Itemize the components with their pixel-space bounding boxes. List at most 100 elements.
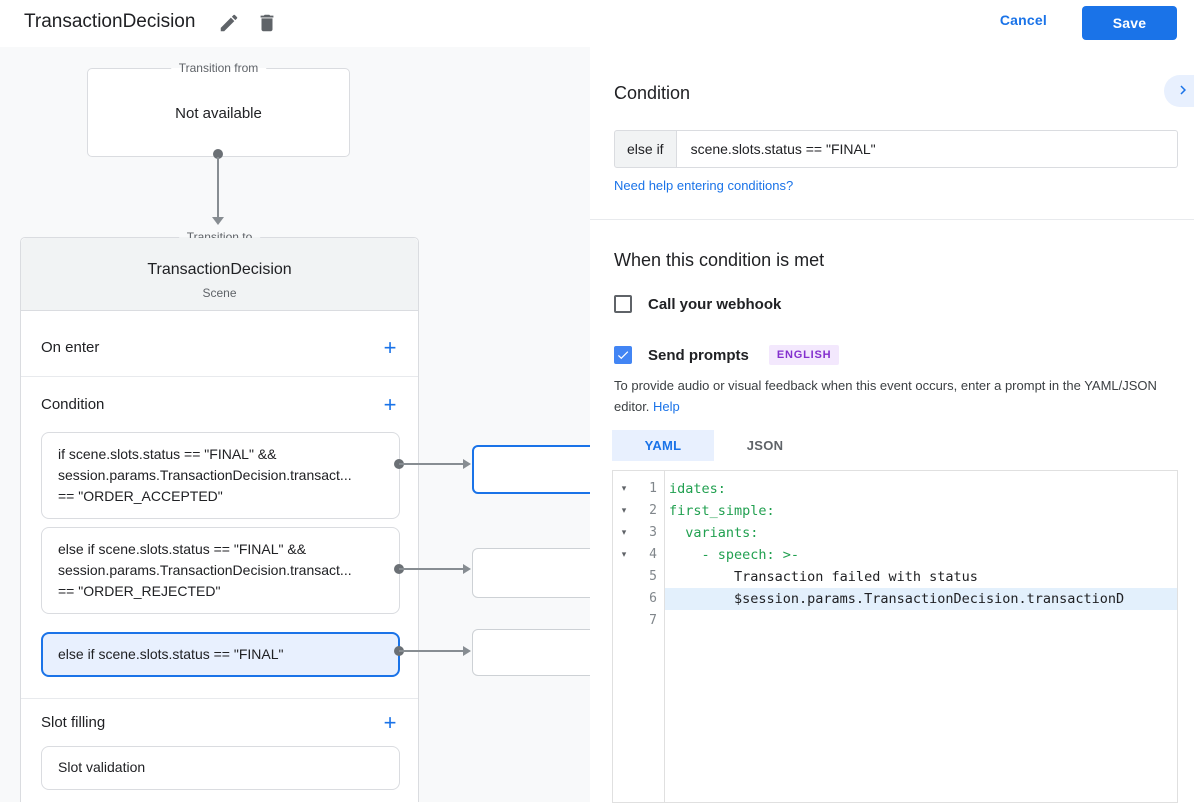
line-number-gutter	[635, 632, 665, 802]
scene-card-header[interactable]: TransactionDecision Scene	[21, 238, 418, 311]
add-on-enter-button[interactable]: +	[383, 335, 397, 360]
conditions-help-link[interactable]: Need help entering conditions?	[614, 178, 794, 193]
prompt-editor-description: To provide audio or visual feedback when…	[614, 378, 1157, 414]
add-condition-button[interactable]: +	[383, 392, 397, 417]
line-number: 4	[635, 544, 665, 566]
call-webhook-row[interactable]: Call your webhook	[614, 295, 781, 313]
condition-prefix: else if	[614, 130, 677, 168]
page-title: TransactionDecision	[24, 11, 196, 32]
on-enter-section-label: On enter	[41, 339, 100, 356]
code-text[interactable]: variants:	[669, 525, 759, 541]
condition-editor-panel: Condition else if Need help entering con…	[590, 47, 1194, 803]
send-prompts-row[interactable]: Send prompts ENGLISH	[614, 345, 840, 365]
tab-json[interactable]: JSON	[746, 438, 784, 453]
editor-format-tabs: YAML JSON	[612, 430, 816, 461]
condition-text: session.params.TransactionDecision.trans…	[58, 467, 352, 483]
arrow-right-icon	[463, 646, 471, 656]
code-text[interactable]: - speech: >-	[669, 547, 800, 563]
add-slot-button[interactable]: +	[383, 710, 397, 735]
editor-line-3: ▾ 3 variants:	[613, 522, 1177, 544]
edit-pencil-icon[interactable]	[218, 12, 240, 34]
code-text[interactable]: first_simple:	[669, 503, 775, 519]
fold-gutter	[613, 632, 635, 802]
fold-arrow-icon[interactable]: ▾	[621, 506, 627, 516]
line-number: 1	[635, 478, 665, 500]
code-text[interactable]: $session.params.TransactionDecision.tran…	[665, 588, 1177, 610]
code-text[interactable]: Transaction failed with status	[669, 569, 978, 585]
transition-target-node[interactable]	[472, 629, 590, 676]
fold-arrow-icon[interactable]: ▾	[621, 528, 627, 538]
editor-line-7: 7	[613, 610, 1177, 632]
connector-dot	[213, 149, 223, 159]
webhook-label: Call your webhook	[648, 295, 782, 313]
scene-diagram-canvas: Transition from Not available Transition…	[0, 47, 590, 802]
arrow-right-icon	[463, 564, 471, 574]
condition-item-1[interactable]: if scene.slots.status == "FINAL" && sessi…	[41, 432, 400, 519]
top-bar: TransactionDecision Cancel Save	[0, 0, 1194, 47]
webhook-checkbox[interactable]	[614, 295, 632, 313]
code-area[interactable]	[665, 632, 1177, 802]
fold-arrow-icon[interactable]: ▾	[621, 484, 627, 494]
connector-line	[399, 463, 463, 465]
editor-line-4: ▾ 4 - speech: >-	[613, 544, 1177, 566]
cancel-button[interactable]: Cancel	[999, 12, 1047, 28]
save-button[interactable]: Save	[1082, 6, 1177, 40]
transition-from-label: Transition from	[170, 61, 267, 75]
condition-item-2[interactable]: else if scene.slots.status == "FINAL" &&…	[41, 527, 400, 614]
code-area	[665, 471, 1177, 478]
transition-target-node[interactable]	[472, 548, 590, 598]
condition-text: else if scene.slots.status == "FINAL"	[58, 646, 284, 662]
arrow-down-icon	[212, 217, 224, 225]
gutter	[635, 471, 665, 478]
line-number: 5	[635, 566, 665, 588]
tab-yaml[interactable]: YAML	[612, 430, 714, 461]
condition-text: else if scene.slots.status == "FINAL" &&	[58, 541, 307, 557]
connector-line	[217, 157, 219, 217]
condition-text: if scene.slots.status == "FINAL" &&	[58, 446, 277, 462]
slot-validation-item[interactable]: Slot validation	[41, 746, 400, 790]
connector-line	[399, 568, 463, 570]
condition-text: == "ORDER_ACCEPTED"	[58, 488, 223, 504]
line-number: 3	[635, 522, 665, 544]
fold-arrow-icon[interactable]: ▾	[621, 550, 627, 560]
line-number: 2	[635, 500, 665, 522]
chevron-right-icon	[1180, 85, 1186, 94]
fold-gutter	[613, 566, 635, 588]
panel-divider	[590, 219, 1194, 220]
fold-gutter	[613, 610, 635, 632]
send-prompts-checkbox[interactable]	[614, 346, 632, 364]
condition-expression-input[interactable]	[676, 130, 1178, 168]
transition-to-card: Transition to TransactionDecision Scene …	[20, 230, 419, 802]
panel-title: Condition	[614, 83, 691, 103]
transition-target-node[interactable]	[472, 445, 590, 494]
section-divider	[21, 698, 418, 699]
line-number: 6	[635, 588, 665, 610]
code-text[interactable]	[665, 610, 1177, 632]
line-number: 7	[635, 610, 665, 632]
connector-line	[399, 650, 463, 652]
editor-line-5: 5 Transaction failed with status	[613, 566, 1177, 588]
arrow-right-icon	[463, 459, 471, 469]
condition-expression-row: else if	[614, 130, 1178, 168]
condition-text: == "ORDER_REJECTED"	[58, 583, 221, 599]
scene-name: TransactionDecision	[147, 261, 292, 278]
transition-from-value: Not available	[175, 105, 262, 122]
send-prompts-label: Send prompts	[648, 346, 749, 364]
scene-type: Scene	[202, 286, 237, 300]
delete-trash-icon[interactable]	[256, 12, 278, 34]
transition-from-box[interactable]: Transition from Not available	[87, 61, 350, 157]
condition-section-label: Condition	[41, 396, 105, 413]
section-divider	[21, 376, 418, 377]
code-text[interactable]: idates:	[669, 481, 726, 497]
condition-text: session.params.TransactionDecision.trans…	[58, 562, 352, 578]
gutter	[613, 471, 635, 478]
condition-item-3[interactable]: else if scene.slots.status == "FINAL"	[41, 632, 400, 677]
slot-filling-section-label: Slot filling	[41, 714, 106, 731]
collapse-panel-button[interactable]	[1164, 75, 1194, 107]
checkmark-icon	[617, 351, 629, 360]
when-condition-met-title: When this condition is met	[614, 250, 825, 270]
help-link[interactable]: Help	[653, 398, 680, 414]
